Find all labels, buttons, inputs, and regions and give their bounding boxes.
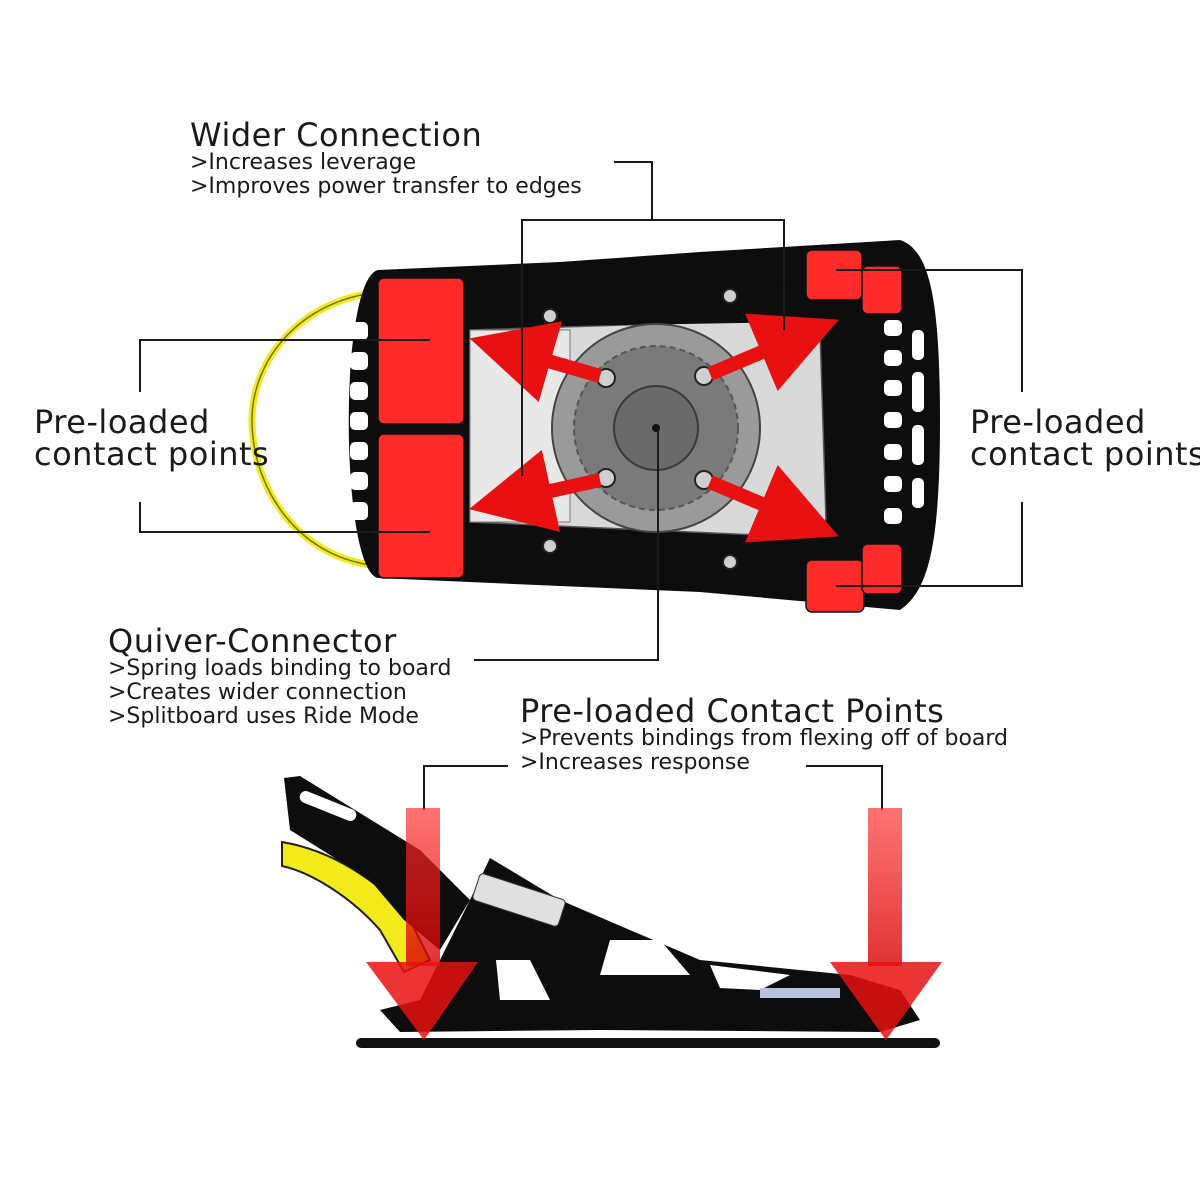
preloaded-left-line-2: contact points [34,435,270,473]
quiver-connector-puck [542,288,761,570]
toe-pad-top-b [861,265,903,315]
logo-plate [472,873,566,927]
quiver-connector-title: Quiver-Connector [108,622,397,660]
quiver-connector-line-3: >Splitboard uses Ride Mode [108,704,419,729]
wider-connection-title: Wider Connection [190,116,483,154]
force-arrows [469,313,839,543]
preloaded-right-line-1: Pre-loaded [970,403,1146,441]
wider-connection-line-2: >Improves power transfer to edges [190,174,582,199]
heel-pad-upper [377,277,465,425]
preloaded-bottom-title: Pre-loaded Contact Points [520,692,945,730]
toe-pad-bot-b [861,543,903,595]
quiver-connector-line-2: >Creates wider connection [108,680,407,705]
preloaded-bottom-line-1: >Prevents bindings from flexing off of b… [520,726,1009,751]
quiver-connector-line-1: >Spring loads binding to board [108,656,452,681]
preloaded-right-line-2: contact points [970,435,1200,473]
contact-pads [377,249,903,613]
callout-leaders [139,161,1023,810]
heel-ribs [350,322,368,520]
toe-pad-top-a [805,249,863,301]
wider-connection-line-1: >Increases leverage [190,150,417,175]
toe-ribs [884,320,924,524]
top-view-binding [248,240,940,613]
downforce-arrow-toe [830,808,942,1040]
heel-pad-lower [377,433,465,579]
preloaded-left-line-1: Pre-loaded [34,403,210,441]
downforce-arrow-heel [366,808,478,1040]
board [356,1038,940,1048]
side-view-binding [281,776,942,1048]
preloaded-bottom-line-2: >Increases response [520,750,750,775]
